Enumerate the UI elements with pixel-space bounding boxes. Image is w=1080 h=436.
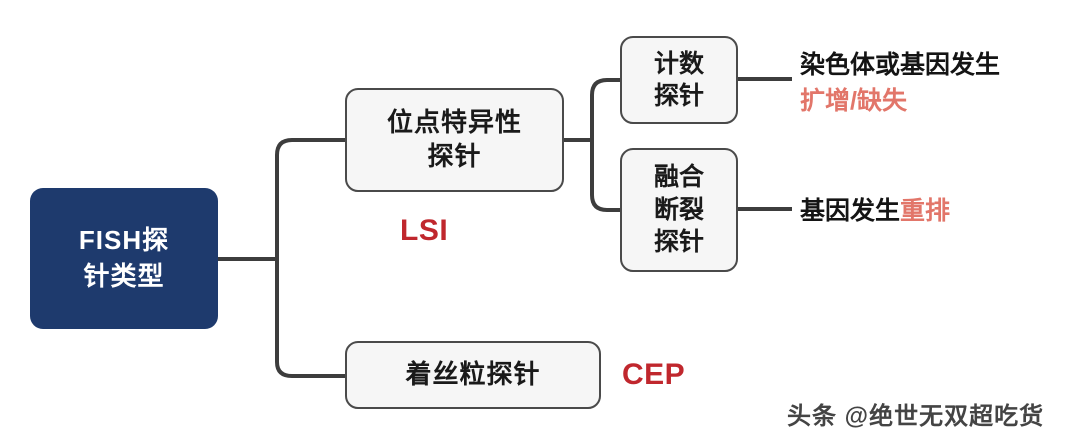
annotation-rearrangement-text: 基因发生: [800, 197, 901, 225]
annotation-rearrangement-highlight: 重排: [900, 197, 951, 225]
annotation-gene-rearrangement: 基因发生重排: [800, 194, 950, 230]
node-locus-specific-probe[interactable]: 位点特异性 探针: [345, 88, 564, 192]
abbr-lsi: LSI: [400, 214, 449, 247]
node-lsi-label-line2: 探针: [427, 141, 482, 171]
node-counting-probe[interactable]: 计数 探针: [620, 36, 738, 124]
abbr-cep: CEP: [622, 358, 686, 391]
node-counting-label-line2: 探针: [653, 82, 704, 110]
annotation-amplification-text: 染色体或基因发生: [800, 51, 1001, 79]
node-centromere-probe[interactable]: 着丝粒探针: [345, 341, 601, 409]
node-fusion-label-line3: 探针: [653, 228, 704, 257]
watermark: 头条 @绝世无双超吃货: [787, 403, 1045, 430]
node-cep-label: 着丝粒探针: [405, 359, 541, 390]
node-lsi-label-line1: 位点特异性: [386, 107, 522, 138]
annotation-amplification-deletion: 染色体或基因发生 扩增/缺失: [800, 48, 1000, 119]
node-counting-label-line1: 计数: [653, 49, 704, 78]
node-fusion-break-probe[interactable]: 融合 断裂 探针: [620, 148, 738, 272]
node-root-label-line2: 针类型: [83, 260, 165, 291]
node-root-label-line1: FISH探: [78, 224, 170, 255]
node-fusion-label-line2: 断裂: [653, 195, 704, 224]
node-fusion-label-line1: 融合: [653, 163, 704, 192]
node-fish-probe-types[interactable]: FISH探 针类型: [30, 188, 218, 329]
annotation-amplification-highlight: 扩增/缺失: [800, 86, 907, 115]
